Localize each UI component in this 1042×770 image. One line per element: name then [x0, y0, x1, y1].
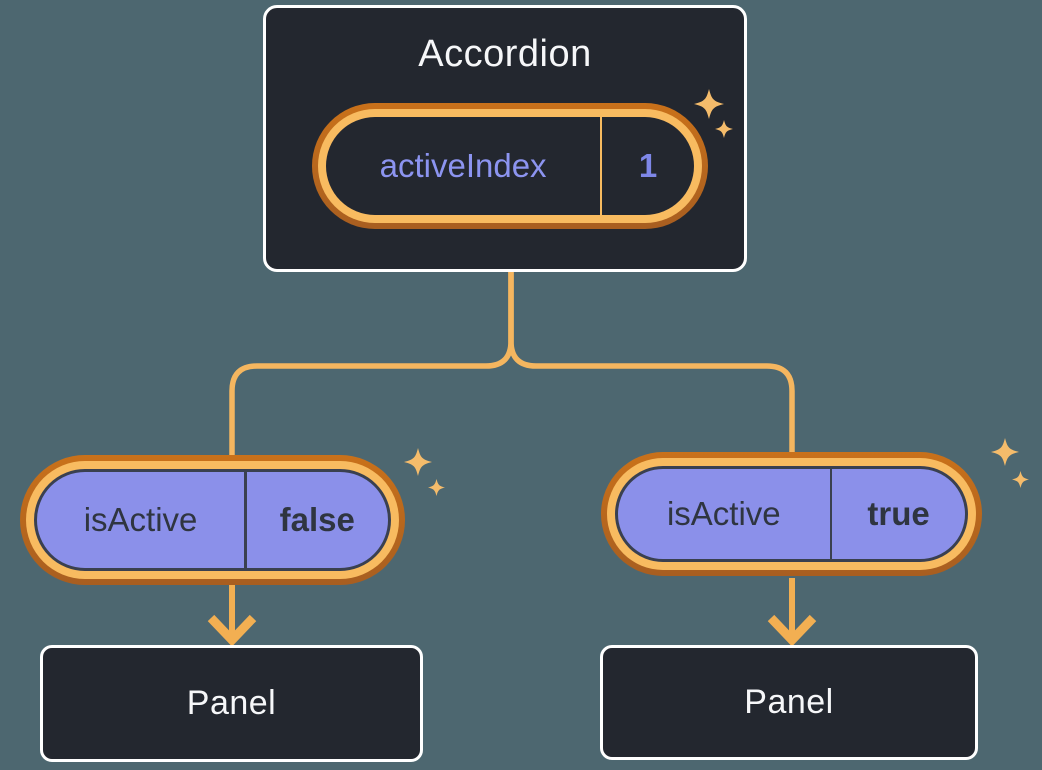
- arrow-right-head-icon: [767, 614, 817, 647]
- panel-node-label: Panel: [744, 683, 834, 721]
- connector-left-branch: [229, 272, 514, 457]
- prop-name: isActive: [666, 495, 781, 532]
- prop-value: false: [279, 501, 355, 538]
- state-name: activeIndex: [379, 147, 547, 184]
- prop-pill-divider: [244, 472, 247, 568]
- state-pill-body: activeIndex 1: [326, 117, 694, 215]
- state-value: 1: [638, 147, 658, 184]
- prop-name: isActive: [83, 501, 198, 538]
- sparkle-icon: [694, 89, 724, 119]
- state-pill-ring: activeIndex 1: [318, 109, 702, 223]
- sparkle-icon: [428, 479, 445, 496]
- panel-node-left: Panel: [40, 645, 423, 762]
- state-pill-divider: [600, 117, 603, 215]
- sparkle-icon: [715, 120, 733, 138]
- prop-pill-ring: isActive true: [607, 458, 976, 570]
- sparkle-icon: [404, 448, 432, 476]
- isactive-prop-pill-left: isActive false: [20, 455, 405, 585]
- sparkle-icon: [1012, 471, 1029, 488]
- panel-node-right: Panel: [600, 645, 978, 760]
- isactive-prop-pill-right: isActive true: [601, 452, 982, 576]
- accordion-node-title: Accordion: [418, 33, 592, 75]
- prop-pill-body: isActive false: [34, 469, 391, 571]
- activeindex-state-pill: activeIndex 1: [312, 103, 708, 229]
- connector-right-branch: [508, 272, 795, 457]
- prop-value: true: [867, 495, 930, 532]
- panel-node-label: Panel: [186, 684, 277, 722]
- prop-pill-ring: isActive false: [26, 461, 399, 579]
- prop-pill-body: isActive true: [615, 466, 968, 562]
- arrow-left-head-icon: [207, 614, 257, 647]
- prop-pill-divider: [829, 469, 833, 559]
- sparkle-icon: [991, 438, 1019, 466]
